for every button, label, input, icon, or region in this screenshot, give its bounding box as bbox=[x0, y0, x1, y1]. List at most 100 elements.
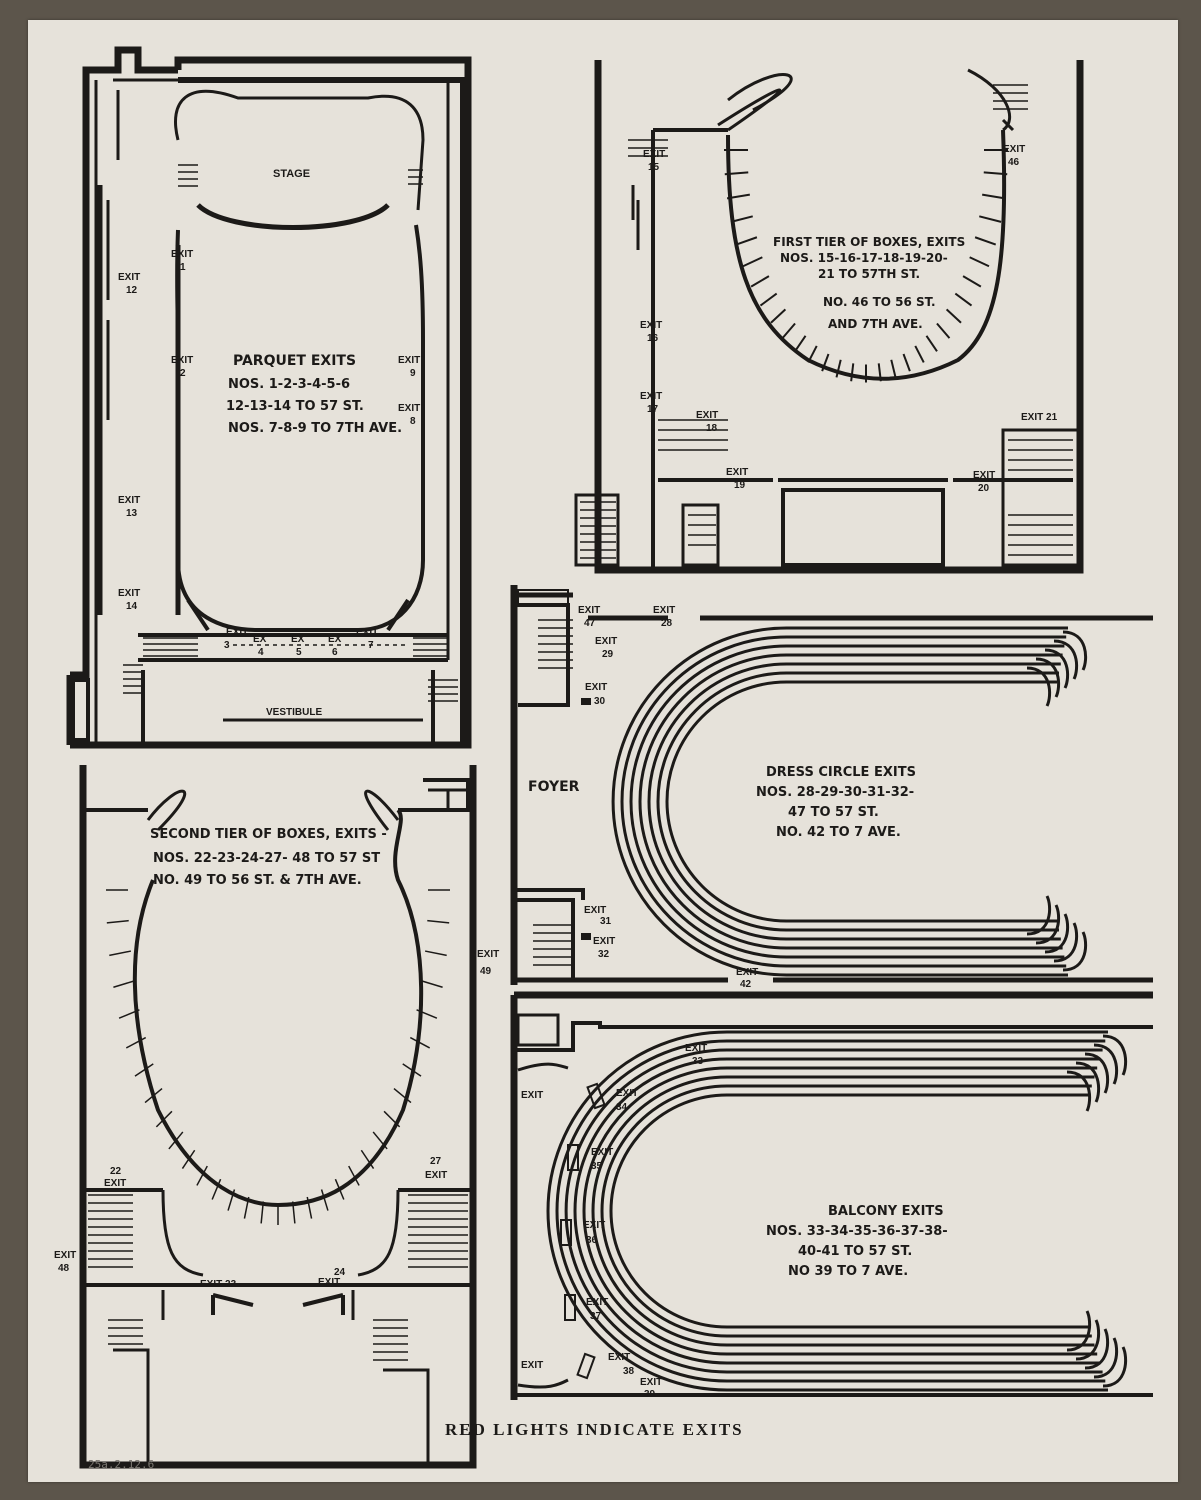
seating-row bbox=[656, 671, 1059, 932]
box-divider bbox=[155, 1110, 173, 1128]
balcony-plan: BALCONY EXITS NOS. 33-34-35-36-37-38- 40… bbox=[510, 991, 1153, 1400]
box-divider bbox=[260, 1201, 265, 1224]
exit-marker-label: EXIT bbox=[226, 627, 248, 638]
box-divider bbox=[320, 1189, 329, 1211]
seating-row-end bbox=[1044, 648, 1070, 689]
exit-marker-label: EXIT bbox=[584, 905, 606, 916]
exit-marker-number: 15 bbox=[648, 162, 660, 173]
box-divider bbox=[113, 980, 135, 988]
balcony-title: BALCONY EXITS bbox=[828, 1204, 944, 1219]
exit-marker-number: 28 bbox=[661, 618, 673, 629]
exit-marker-number: 35 bbox=[591, 1161, 603, 1172]
box-divider bbox=[416, 1009, 438, 1019]
exit-marker-number: 7 bbox=[368, 640, 374, 651]
exit-marker-label: EXIT bbox=[118, 272, 140, 283]
box-divider bbox=[925, 335, 938, 352]
foyer-label: FOYER bbox=[528, 779, 580, 795]
exit-marker-number: 18 bbox=[706, 423, 718, 434]
seating-row-end bbox=[1062, 630, 1088, 671]
box-divider bbox=[759, 292, 778, 307]
exit-marker-label: EX bbox=[291, 634, 305, 645]
dress-circle-line-2: 47 TO 57 ST. bbox=[788, 805, 879, 820]
exit-marker-label: EXIT bbox=[425, 1170, 447, 1181]
box-divider bbox=[409, 1036, 431, 1049]
box-divider bbox=[969, 256, 990, 268]
exit-marker-label: EXIT 23 bbox=[200, 1279, 237, 1290]
exit-marker-label: EXIT bbox=[595, 636, 617, 647]
seating-row-end bbox=[1075, 1061, 1101, 1103]
vestibule-label: VESTIBULE bbox=[266, 707, 322, 718]
box-divider bbox=[243, 1196, 250, 1219]
seating-row-end bbox=[1075, 1319, 1101, 1361]
pencil-annotation: 25a.2.12.6 bbox=[88, 1458, 154, 1471]
seating-row bbox=[665, 680, 1058, 923]
exit-marker-number: 42 bbox=[740, 979, 752, 990]
second-tier-line-2: NO. 49 TO 56 ST. & 7TH AVE. bbox=[153, 873, 362, 888]
seating-row-end bbox=[1026, 895, 1052, 936]
box-divider bbox=[902, 353, 911, 372]
exit-marker-number: 2 bbox=[180, 368, 186, 379]
exit-marker-number: 1 bbox=[180, 262, 186, 273]
box-divider bbox=[781, 322, 796, 339]
first-tier-line-3: NO. 46 TO 56 ST. bbox=[823, 295, 936, 309]
exit-marker-label: EXIT bbox=[585, 682, 607, 693]
seating-row bbox=[582, 1066, 1098, 1356]
exit-marker-number: 16 bbox=[647, 333, 659, 344]
box-divider bbox=[730, 215, 753, 223]
box-divider bbox=[125, 1036, 147, 1049]
exit-marker-number: 6 bbox=[332, 647, 338, 658]
seating-row-end bbox=[1053, 922, 1079, 963]
seating-row bbox=[647, 662, 1061, 941]
exit-marker-label: EXIT 21 bbox=[1021, 412, 1058, 423]
seating-row-end bbox=[1062, 931, 1088, 972]
exit-marker-label: EXIT bbox=[653, 605, 675, 616]
box-divider bbox=[118, 1009, 140, 1019]
seating-row-end bbox=[1066, 1070, 1092, 1112]
exit-marker-label: EXIT bbox=[583, 1220, 605, 1231]
box-divider bbox=[750, 275, 770, 288]
balcony-seating-rows bbox=[546, 1030, 1128, 1392]
exit-marker-label: EXIT bbox=[593, 936, 615, 947]
exit-marker-number: 33 bbox=[692, 1056, 704, 1067]
stage-label: STAGE bbox=[273, 168, 310, 180]
exit-marker-label: EXIT bbox=[616, 1088, 638, 1099]
balcony-exits: EXIT 33 EXIT 34 EXIT 35 EXIT 36 EXIT 37 … bbox=[521, 1043, 707, 1400]
parquet-line-1: NOS. 1-2-3-4-5-6 bbox=[228, 377, 350, 392]
exit-marker-label: EXIT bbox=[640, 1377, 662, 1388]
exit-marker-label: EXIT bbox=[118, 588, 140, 599]
box-divider bbox=[807, 345, 818, 363]
exit-marker-number: 3 bbox=[224, 640, 230, 651]
exit-marker-label: EXIT bbox=[118, 495, 140, 506]
dress-circle-line-1: NOS. 28-29-30-31-32- bbox=[756, 785, 914, 800]
seating-row bbox=[573, 1057, 1100, 1365]
exit-marker-number: 19 bbox=[734, 480, 746, 491]
seating-row bbox=[611, 626, 1068, 977]
seating-row bbox=[555, 1039, 1106, 1383]
exit-marker-label: EXIT bbox=[736, 967, 758, 978]
exit-marker-label: EXIT bbox=[171, 249, 193, 260]
exit-marker-label: EX bbox=[328, 634, 342, 645]
seating-row bbox=[629, 644, 1065, 959]
seating-row-end bbox=[1035, 904, 1061, 945]
seating-row-end bbox=[1026, 666, 1052, 707]
exit-marker-number: 46 bbox=[1008, 157, 1020, 168]
exit-marker-number: 49 bbox=[480, 966, 492, 977]
box-divider bbox=[945, 308, 962, 324]
exit-marker-number: 13 bbox=[126, 508, 138, 519]
box-divider bbox=[196, 1165, 208, 1186]
exit-marker-number: 48 bbox=[58, 1263, 70, 1274]
exit-marker-label: EXIT bbox=[696, 410, 718, 421]
box-divider bbox=[181, 1149, 196, 1169]
exit-marker-label: EXIT bbox=[171, 355, 193, 366]
box-divider bbox=[877, 363, 882, 382]
exit-marker-number: 4 bbox=[258, 647, 264, 658]
box-divider bbox=[427, 919, 450, 924]
box-divider bbox=[393, 1087, 412, 1104]
dress-circle-line-3: NO. 42 TO 7 AVE. bbox=[776, 825, 901, 840]
seating-row bbox=[609, 1093, 1090, 1329]
dress-circle-plan: FOYER DRESS CIRCLE EXITS NOS. 28-29-30-3… bbox=[510, 585, 1153, 990]
parquet-title: PARQUET EXITS bbox=[233, 353, 356, 369]
balcony-line-2: 40-41 TO 57 ST. bbox=[798, 1244, 912, 1259]
seating-row bbox=[600, 1084, 1092, 1338]
seating-row bbox=[546, 1030, 1108, 1392]
